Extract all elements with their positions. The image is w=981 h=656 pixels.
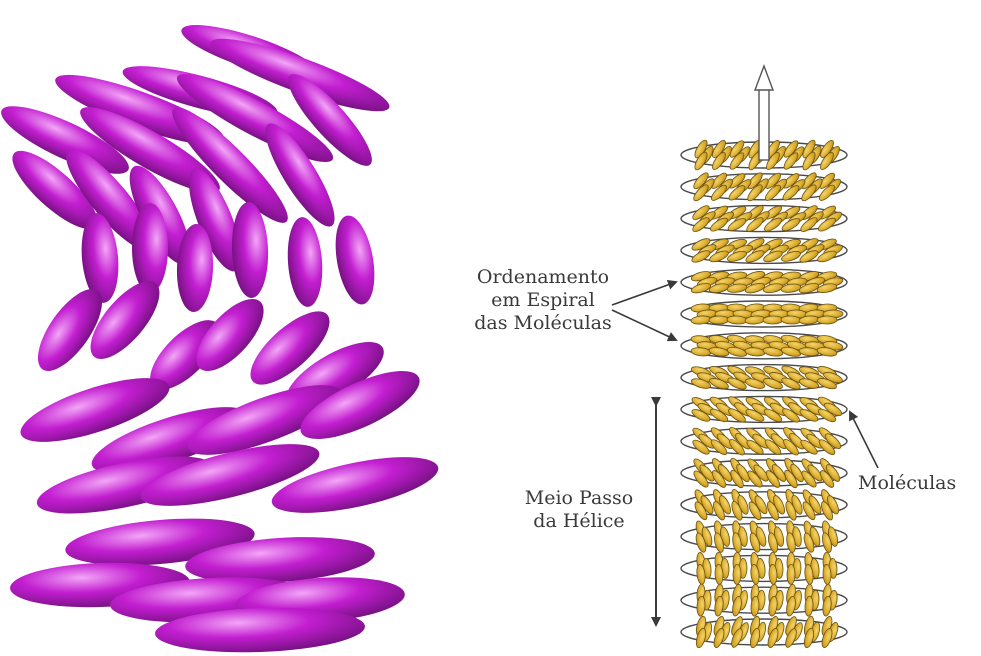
gold-molecule xyxy=(709,316,729,324)
purple-molecule xyxy=(329,213,380,308)
ordering-label-line-1: Ordenamento xyxy=(458,266,628,289)
half-pitch-label-line-2: da Hélice xyxy=(510,510,648,533)
molecule-layer xyxy=(681,456,847,489)
helix-column-diagram xyxy=(681,138,847,648)
molecule-layer xyxy=(681,236,847,264)
ordering-label-line-3: das Moléculas xyxy=(458,312,628,335)
ordering-label-line-2: em Espiral xyxy=(458,289,628,312)
gold-molecule xyxy=(733,564,741,584)
molecule-layer xyxy=(681,425,847,457)
molecule-layer xyxy=(681,520,847,553)
molecule-layer xyxy=(681,615,847,649)
gold-molecule xyxy=(817,316,837,324)
ordering-label: Ordenamento em Espiral das Moléculas xyxy=(458,266,628,335)
cholesteric-helix-rendering xyxy=(0,15,443,656)
half-pitch-label: Meio Passo da Hélice xyxy=(510,487,648,533)
molecule-layer xyxy=(681,301,847,327)
molecule-layer xyxy=(681,203,847,234)
molecules-label: Moléculas xyxy=(858,472,956,495)
purple-molecule xyxy=(285,216,325,308)
molecule-layer xyxy=(681,364,847,392)
molecule-layer xyxy=(681,171,847,203)
gold-molecule xyxy=(763,316,783,324)
molecule-layer xyxy=(681,269,847,295)
molecule-layer xyxy=(681,584,847,617)
molecule-layer xyxy=(681,394,847,424)
purple-molecule xyxy=(132,203,168,293)
molecules-arrow xyxy=(850,412,878,468)
molecule-layer xyxy=(681,488,847,522)
purple-molecule xyxy=(230,201,269,298)
molecule-layer xyxy=(681,552,847,585)
gold-molecule xyxy=(787,564,795,584)
molecule-layer xyxy=(681,333,847,359)
half-pitch-label-line-1: Meio Passo xyxy=(510,487,648,510)
